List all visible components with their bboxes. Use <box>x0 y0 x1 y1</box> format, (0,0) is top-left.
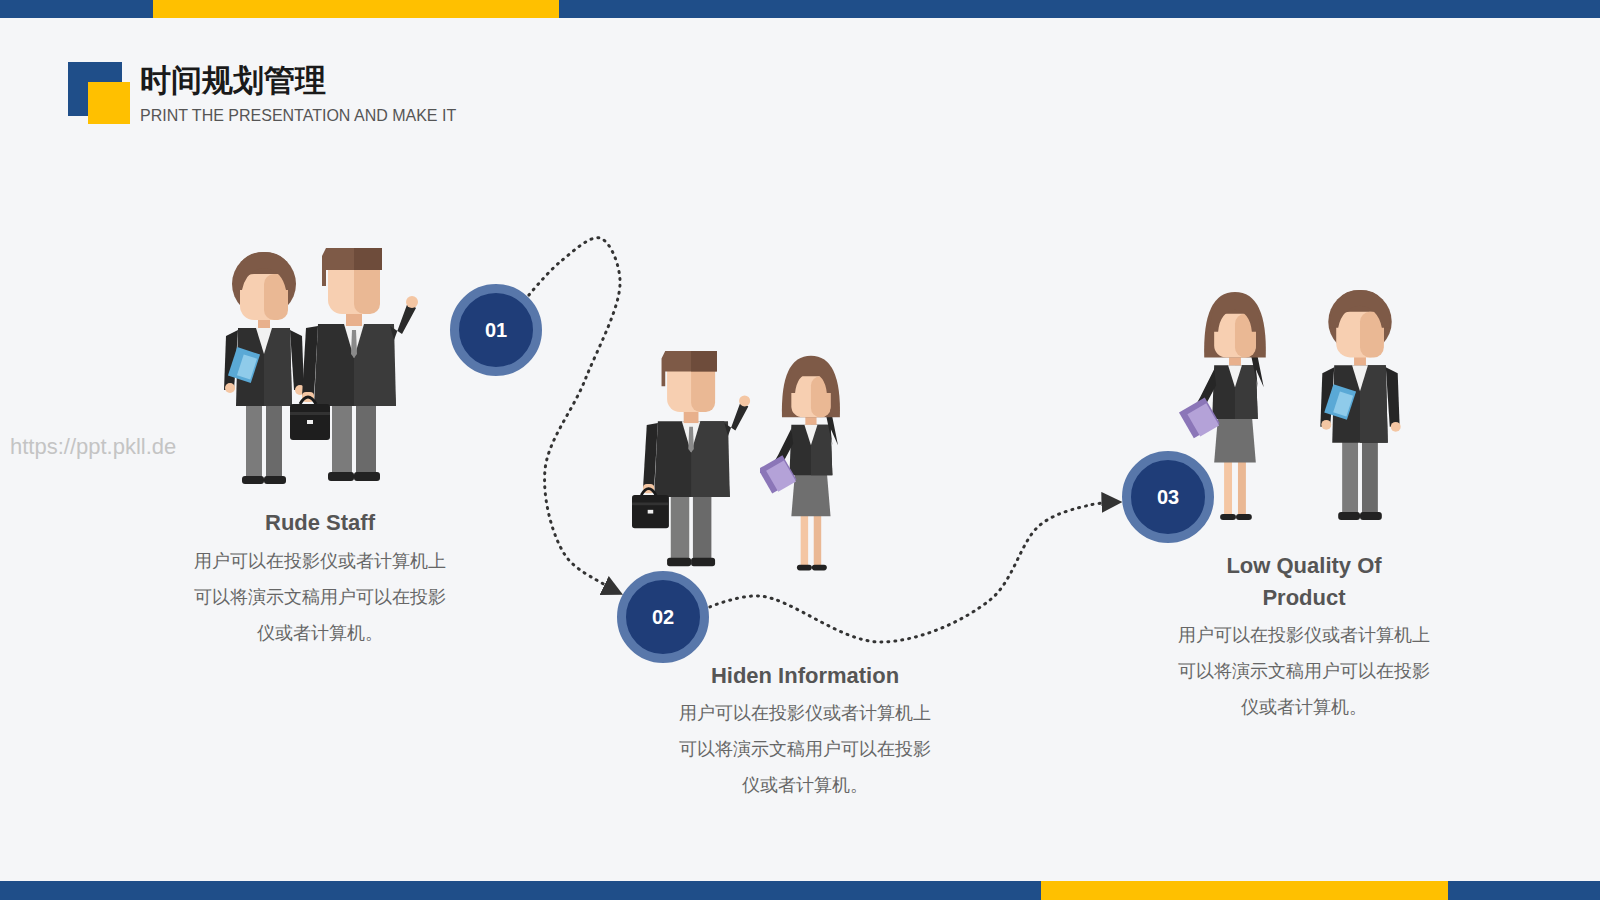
step-number: 03 <box>1157 486 1179 509</box>
step-circle: 03 <box>1122 451 1214 543</box>
watermark: https://ppt.pkll.de <box>10 434 270 460</box>
item-heading: Rude Staff <box>170 509 470 537</box>
top-bar <box>0 0 1600 18</box>
item-body: 用户可以在投影仪或者计算机上 可以将演示文稿用户可以在投影 仪或者计算机。 <box>1170 617 1438 725</box>
step-circle: 01 <box>450 284 542 376</box>
slide-title: 时间规划管理 <box>140 60 326 102</box>
top-accent <box>153 0 559 18</box>
step-circle: 02 <box>617 571 709 663</box>
person-figure <box>758 356 840 571</box>
bottom-accent <box>1041 881 1448 900</box>
bottom-bar <box>0 881 1600 900</box>
subtitle: PRINT THE PRESENTATION AND MAKE IT <box>140 106 560 126</box>
step-number: 02 <box>652 606 674 629</box>
item-body: 用户可以在投影仪或者计算机上 可以将演示文稿用户可以在投影 仪或者计算机。 <box>186 543 454 651</box>
person-figure <box>1320 290 1400 520</box>
person-figure <box>290 248 418 481</box>
dotted-connector <box>529 238 620 593</box>
person-figure <box>632 351 750 566</box>
step-number: 01 <box>485 319 507 342</box>
dotted-connector <box>710 502 1118 642</box>
item-heading: Hiden Information <box>645 662 965 690</box>
person-figure <box>224 252 305 484</box>
item-heading: Low Quality Of Product <box>1204 550 1404 614</box>
title-icon <box>88 82 130 124</box>
item-body: 用户可以在投影仪或者计算机上 可以将演示文稿用户可以在投影 仪或者计算机。 <box>671 695 939 803</box>
